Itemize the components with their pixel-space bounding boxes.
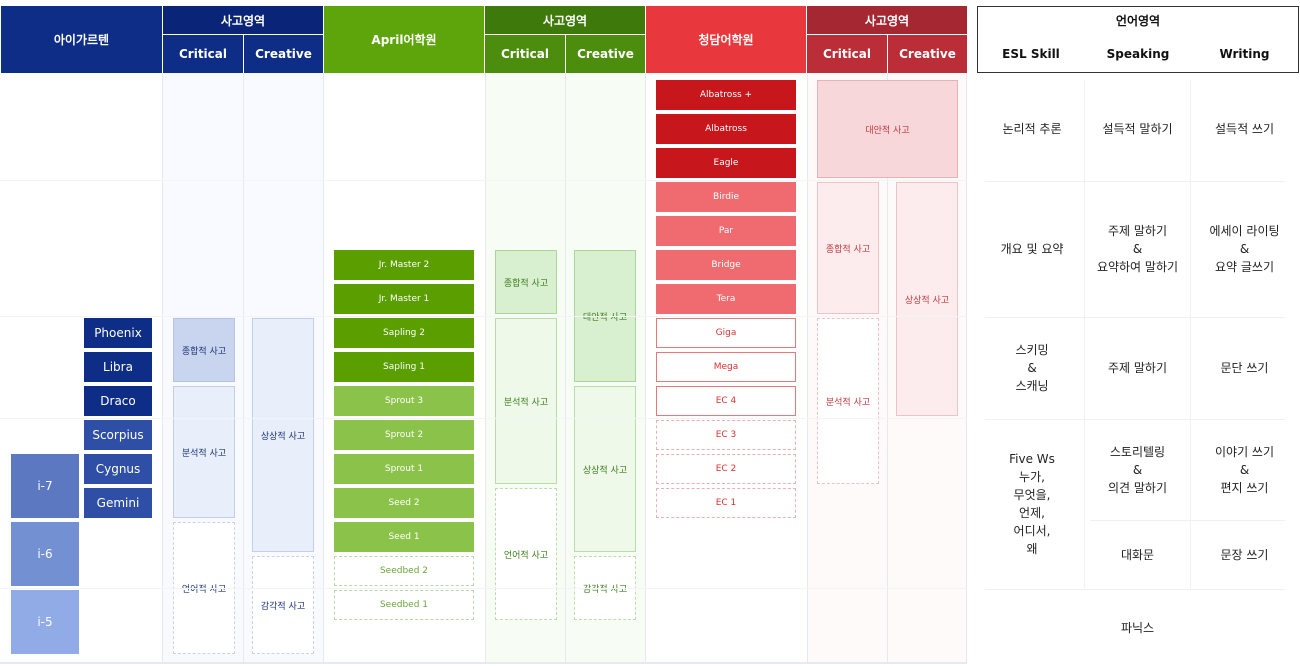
- language-row-divider: [1090, 520, 1285, 521]
- ivy-area-title: 사고영역: [163, 6, 323, 34]
- april-creative-imaginative: 상상적 사고: [574, 386, 636, 552]
- cd-level-giga: Giga: [656, 318, 796, 348]
- ivy-level-cygnus: Cygnus: [84, 454, 152, 484]
- cd-top-alternative: 대안적 사고: [817, 80, 958, 178]
- april-level-seed-2: Seed 2: [334, 488, 474, 518]
- writing-essay-summary: 에세이 라이팅 & 요약 글쓰기: [1209, 224, 1280, 274]
- speaking-storytelling: 스토리텔링 & 의견 말하기: [1107, 445, 1167, 495]
- row-guide: [0, 418, 967, 419]
- language-col-divider: [1084, 80, 1085, 588]
- chungdahm-title: 청담어학원: [646, 6, 806, 73]
- esl-outline-summary: 개요 및 요약: [1000, 242, 1064, 256]
- cd-level-eagle: Eagle: [656, 148, 796, 178]
- cd-level-ec2: EC 2: [656, 454, 796, 484]
- writing-persuasive: 설득적 쓰기: [1214, 122, 1274, 136]
- cd-level-albatross: Albatross: [656, 114, 796, 144]
- speaking-phonics: 파닉스: [1120, 621, 1155, 635]
- april-level-sapling-1: Sapling 1: [334, 352, 474, 382]
- april-critical-header: Critical: [485, 35, 565, 73]
- april-level-sprout-1: Sprout 1: [334, 454, 474, 484]
- cd-critical-synthetic: 종합적 사고: [817, 182, 879, 314]
- language-header-speaking: Speaking: [1106, 46, 1170, 61]
- ivy-critical-analytical: 분석적 사고: [173, 386, 235, 518]
- language-row-divider: [985, 181, 1285, 182]
- ivy-grade-i5: i-5: [11, 590, 79, 654]
- april-level-sprout-3: Sprout 3: [334, 386, 474, 416]
- april-level-jr-master-2: Jr. Master 2: [334, 250, 474, 280]
- language-header-esl: ESL Skill: [1002, 46, 1060, 61]
- language-title: 언어영역: [1115, 14, 1161, 28]
- cd-level-par: Par: [656, 216, 796, 246]
- language-row-divider: [985, 317, 1285, 318]
- ivy-level-phoenix: Phoenix: [84, 318, 152, 348]
- chungdahm-area-title: 사고영역: [807, 6, 967, 34]
- cd-level-bridge: Bridge: [656, 250, 796, 280]
- ivy-grade-i6: i-6: [11, 522, 79, 586]
- language-row-divider: [985, 589, 1285, 590]
- writing-story-letter: 이야기 쓰기 & 편지 쓰기: [1214, 445, 1274, 495]
- ivy-grade-i7: i-7: [11, 454, 79, 518]
- esl-skimming-scanning: 스키밍 & 스캐닝: [1015, 343, 1049, 393]
- ivy-critical-header: Critical: [163, 35, 243, 73]
- april-level-seedbed-2: Seedbed 2: [334, 556, 474, 586]
- april-critical-linguistic: 언어적 사고: [495, 488, 557, 620]
- cd-creative-imaginative: 상상적 사고: [896, 182, 958, 416]
- row-guide: [0, 180, 967, 181]
- writing-sentence: 문장 쓰기: [1220, 547, 1269, 562]
- speaking-dialogue: 대화문: [1120, 547, 1155, 562]
- ivy-level-gemini: Gemini: [84, 488, 152, 518]
- speaking-topic: 주제 말하기: [1107, 361, 1167, 375]
- language-row-divider: [985, 419, 1285, 420]
- cd-level-ec4: EC 4: [656, 386, 796, 416]
- april-critical-analytical: 분석적 사고: [495, 318, 557, 484]
- ivy-level-libra: Libra: [84, 352, 152, 382]
- writing-paragraph: 문단 쓰기: [1220, 361, 1269, 375]
- cd-level-ec3: EC 3: [656, 420, 796, 450]
- ivy-creative-sensory: 감각적 사고: [252, 556, 314, 654]
- cd-critical-analytical: 분석적 사고: [817, 318, 879, 484]
- april-creative-header: Creative: [566, 35, 645, 73]
- row-guide: [0, 316, 967, 317]
- april-level-seed-1: Seed 1: [334, 522, 474, 552]
- april-area-title: 사고영역: [485, 6, 645, 34]
- bottom-rule: [0, 662, 967, 664]
- cd-level-tera: Tera: [656, 284, 796, 314]
- ivy-creative-imaginative: 상상적 사고: [252, 318, 314, 552]
- april-title: April어학원: [324, 6, 484, 73]
- speaking-persuasive: 설득적 말하기: [1102, 122, 1173, 136]
- speaking-topic-summary: 주제 말하기 & 요약하여 말하기: [1096, 224, 1179, 274]
- language-header-writing: Writing: [1219, 46, 1270, 61]
- ivy-title: 아이가르텐: [1, 6, 162, 73]
- row-guide: [0, 588, 967, 589]
- cd-level-birdie: Birdie: [656, 182, 796, 212]
- language-col-divider: [1190, 80, 1191, 588]
- ivy-level-draco: Draco: [84, 386, 152, 416]
- chungdahm-creative-header: Creative: [888, 35, 967, 73]
- april-level-sprout-2: Sprout 2: [334, 420, 474, 450]
- april-level-seedbed-1: Seedbed 1: [334, 590, 474, 620]
- esl-logical-reasoning: 논리적 추론: [1002, 122, 1062, 136]
- cd-level-ec1: EC 1: [656, 488, 796, 518]
- esl-five-ws: Five Ws 누가, 무엇을, 언제, 어디서, 왜: [1009, 452, 1055, 556]
- chungdahm-critical-header: Critical: [807, 35, 887, 73]
- ivy-critical-synthetic: 종합적 사고: [173, 318, 235, 382]
- ivy-level-scorpius: Scorpius: [84, 420, 152, 450]
- cd-level-mega: Mega: [656, 352, 796, 382]
- ivy-creative-header: Creative: [244, 35, 323, 73]
- april-level-sapling-2: Sapling 2: [334, 318, 474, 348]
- april-critical-synthetic: 종합적 사고: [495, 250, 557, 314]
- language-header-frame: [977, 6, 1299, 73]
- cd-level-albatross-plus: Albatross +: [656, 80, 796, 110]
- april-level-jr-master-1: Jr. Master 1: [334, 284, 474, 314]
